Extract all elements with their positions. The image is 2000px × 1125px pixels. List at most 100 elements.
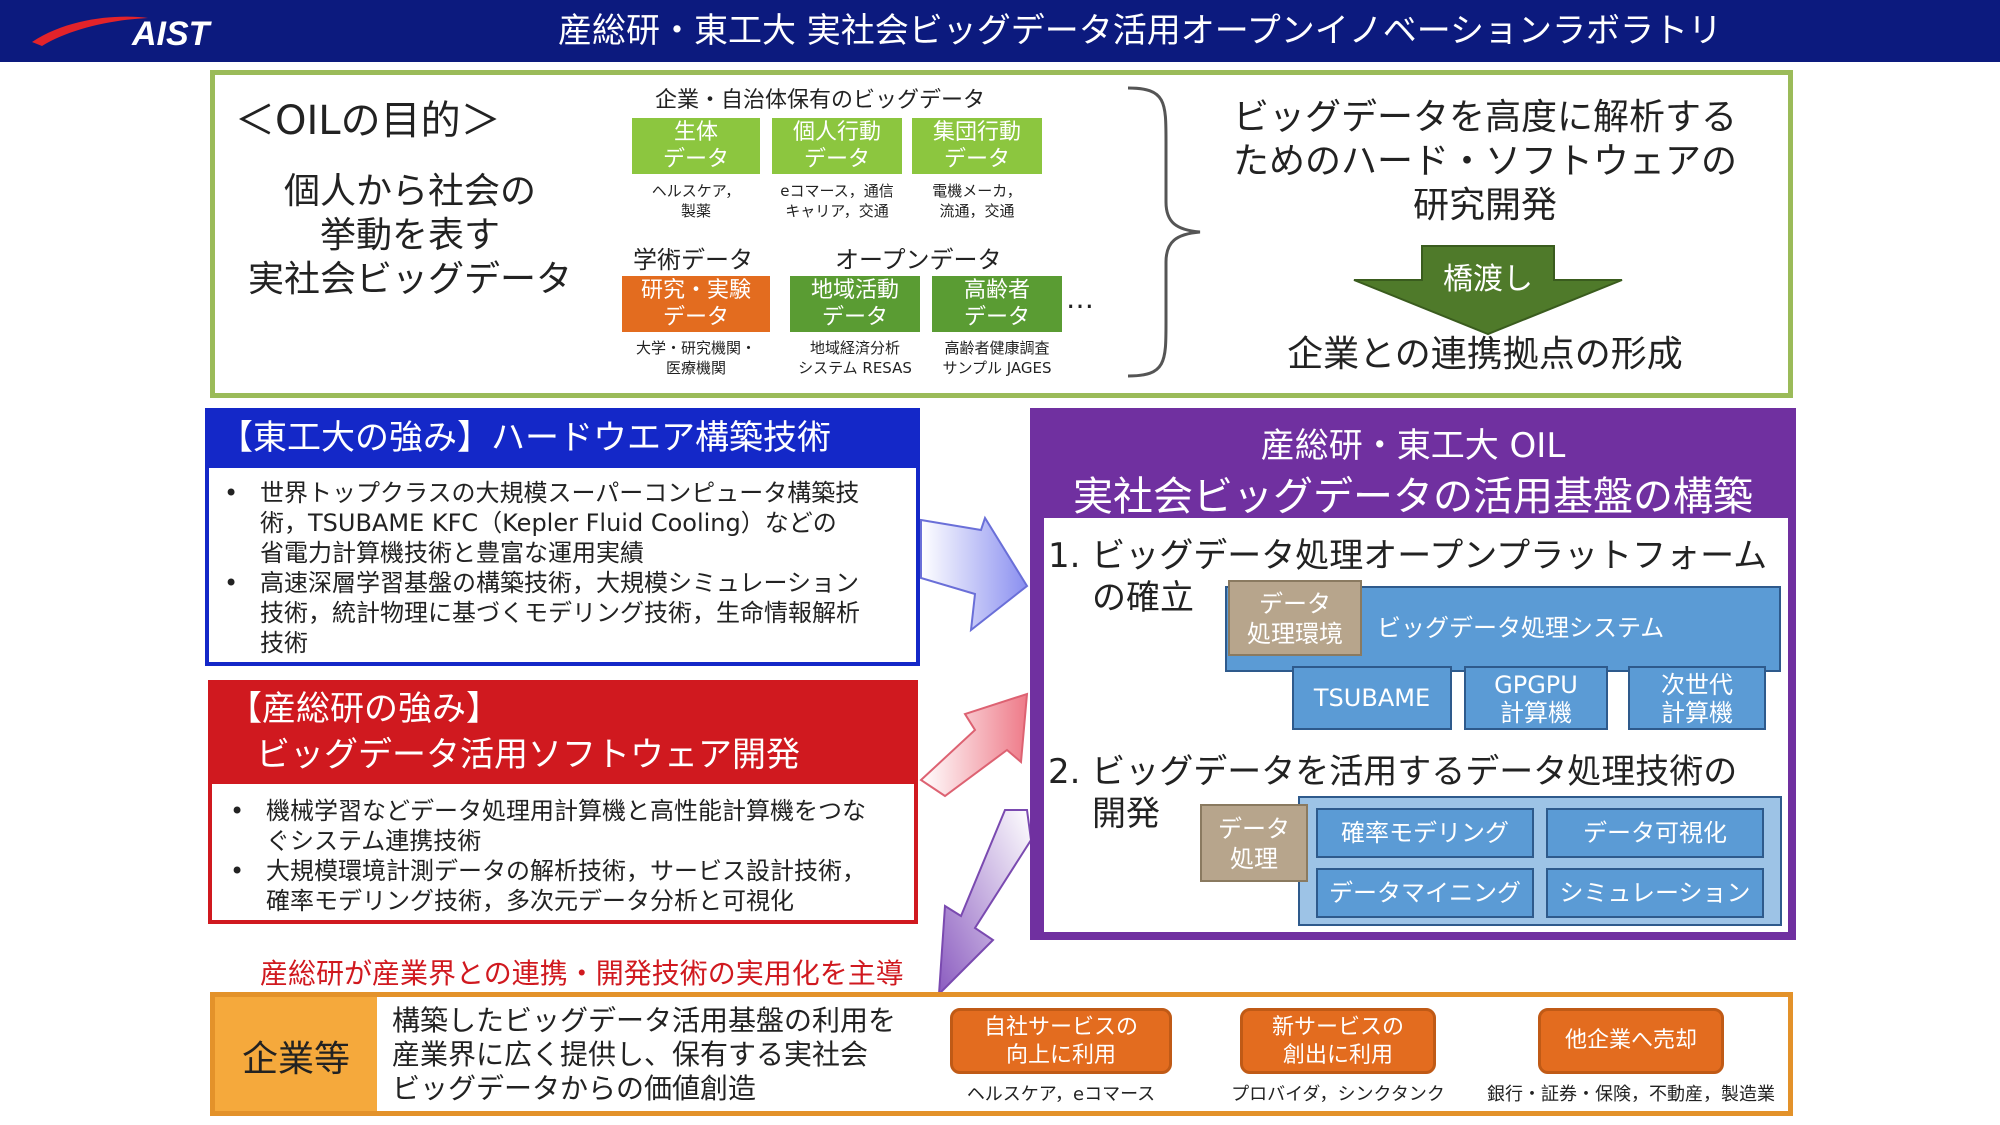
- item-line: 大規模環境計測データの解析技術，サービス設計技術，: [266, 857, 866, 885]
- research-development-text: ビッグデータを高度に解析する ためのハード・ソフトウェアの 研究開発: [1210, 96, 1760, 228]
- box-line: 研究・実験: [640, 278, 751, 303]
- aist-strength-header: 【産総研の強み】 ビッグデータ活用ソフトウェア開発: [208, 680, 918, 784]
- tsubame-box: TSUBAME: [1292, 666, 1452, 730]
- item-line: 技術: [260, 629, 308, 657]
- box-line: 高齢者: [963, 278, 1030, 303]
- titech-strength-list: 世界トップクラスの大規模スーパーコンピュータ構築技 術，TSUBAME KFC（…: [212, 478, 912, 658]
- box-line: 処理環境: [1247, 620, 1343, 648]
- oil-title-line1: 産総研・東工大 OIL: [1260, 426, 1566, 466]
- main-line: 個人から社会の: [283, 171, 536, 212]
- bridge-arrow-icon: [1353, 245, 1623, 336]
- logo-text: AIST: [131, 15, 213, 53]
- note-line: システム RESAS: [798, 359, 912, 377]
- box-line: 集団行動: [932, 120, 1021, 145]
- simulation-box: シミュレーション: [1546, 868, 1764, 918]
- main-line: 挙動を表す: [319, 215, 500, 256]
- aist-strength-item: 大規模環境計測データの解析技術，サービス設計技術， 確率モデリング技術，多次元デ…: [218, 856, 912, 916]
- academic-data-label: 学術データ: [633, 246, 753, 274]
- button-line: 自社サービスの: [983, 1015, 1138, 1040]
- right-line: ビッグデータを高度に解析する: [1232, 97, 1737, 138]
- gpgpu-box: GPGPU 計算機: [1464, 666, 1608, 730]
- desc-line: 産業界に広く提供し、保有する実社会: [392, 1038, 869, 1071]
- data-processing-box: データ 処理: [1200, 804, 1308, 882]
- box-line: 計算機: [1661, 699, 1733, 727]
- box-line: データ: [821, 305, 888, 330]
- button-line: 向上に利用: [1005, 1043, 1116, 1068]
- research-data-box: 研究・実験 データ: [622, 276, 770, 332]
- section1-heading-cont: の確立: [1092, 578, 1194, 618]
- processing-environment-box: データ 処理環境: [1228, 580, 1362, 656]
- header-bar: [0, 0, 2000, 62]
- note-line: 地域経済分析: [809, 339, 900, 357]
- probabilistic-modeling-box: 確率モデリング: [1316, 808, 1534, 858]
- box-line: 生体: [673, 120, 718, 145]
- section1-heading: 1. ビッグデータ処理オープンプラットフォーム: [1048, 536, 1768, 576]
- own-service-note: ヘルスケア，eコマース: [966, 1084, 1156, 1105]
- desc-line: ビッグデータからの価値創造: [392, 1072, 757, 1105]
- box-line: 次世代: [1661, 671, 1733, 699]
- aist-logo: AIST: [32, 15, 213, 53]
- own-service-button[interactable]: 自社サービスの 向上に利用: [950, 1008, 1172, 1074]
- regional-activity-data-box: 地域活動 データ: [790, 276, 920, 332]
- group-behavior-note: 電機メーカ， 流通，交通: [912, 181, 1042, 221]
- biometric-data-box: 生体 データ: [632, 118, 760, 174]
- group-behavior-data-box: 集団行動 データ: [912, 118, 1042, 174]
- box-line: 個人行動: [792, 120, 881, 145]
- bridge-label: 橋渡し: [1443, 262, 1533, 297]
- box-line: データ: [963, 305, 1030, 330]
- item-line: 技術，統計物理に基づくモデリング技術，生命情報解析: [260, 599, 860, 627]
- data-visualization-box: データ可視化: [1546, 808, 1764, 858]
- research-data-note: 大学・研究機関・ 医療機関: [612, 338, 780, 378]
- companies-description: 構築したビッグデータ活用基盤の利用を 産業界に広く提供し、保有する実社会 ビッグ…: [392, 1004, 896, 1106]
- purpose-main-text: 個人から社会の 挙動を表す 実社会ビッグデータ: [240, 170, 580, 302]
- box-line: データ: [803, 147, 870, 172]
- titech-strength-item: 世界トップクラスの大規模スーパーコンピュータ構築技 術，TSUBAME KFC（…: [212, 478, 912, 568]
- elderly-data-note: 高齢者健康調査 サンプル JAGES: [922, 338, 1072, 378]
- item-line: 省電力計算機技術と豊富な運用実績: [260, 539, 644, 567]
- box-line: データ: [662, 147, 729, 172]
- item-line: 術，TSUBAME KFC（Kepler Fluid Cooling）などの: [260, 509, 837, 537]
- aist-to-oil-arrow: [919, 692, 1029, 798]
- regional-activity-note: 地域経済分析 システム RESAS: [780, 338, 930, 378]
- box-line: データ: [943, 147, 1010, 172]
- sell-to-others-button[interactable]: 他企業へ売却: [1538, 1008, 1724, 1074]
- note-line: ヘルスケア，: [651, 182, 741, 200]
- note-line: 医療機関: [665, 359, 726, 377]
- partnership-hub-text: 企業との連携拠点の形成: [1287, 334, 1683, 375]
- oil-title-line2: 実社会ビッグデータの活用基盤の構築: [1073, 474, 1753, 520]
- desc-line: 構築したビッグデータ活用基盤の利用を: [392, 1004, 897, 1037]
- note-line: 製薬: [680, 202, 711, 220]
- sell-to-others-note: 銀行・証券・保険，不動産，製造業: [1487, 1084, 1775, 1105]
- next-gen-computer-box: 次世代 計算機: [1628, 666, 1766, 730]
- box-line: データ: [1218, 815, 1290, 843]
- note-line: 電機メーカ，: [932, 182, 1022, 200]
- oil-to-companies-arrow: [937, 809, 1033, 997]
- box-line: 地域活動: [810, 278, 899, 303]
- note-line: eコマース，通信: [780, 182, 894, 200]
- elderly-data-box: 高齢者 データ: [932, 276, 1062, 332]
- item-line: 高速深層学習基盤の構築技術，大規模シミュレーション: [260, 569, 860, 597]
- companies-label-cell: [215, 997, 377, 1111]
- main-line: 実社会ビッグデータ: [247, 259, 572, 300]
- button-line: 他企業へ売却: [1564, 1028, 1697, 1053]
- open-data-label: オープンデータ: [835, 246, 1002, 274]
- note-line: 流通，交通: [939, 202, 1015, 220]
- box-line: TSUBAME: [1313, 684, 1431, 712]
- note-line: サンプル JAGES: [942, 359, 1052, 377]
- new-service-button[interactable]: 新サービスの 創出に利用: [1240, 1008, 1436, 1074]
- header-line: 【産総研の強み】: [228, 689, 500, 729]
- purpose-heading: ＜OILの目的＞: [235, 98, 501, 144]
- note-line: キャリア，交通: [785, 202, 889, 220]
- right-line: ためのハード・ソフトウェアの: [1232, 141, 1737, 182]
- corporate-data-label: 企業・自治体保有のビッグデータ: [655, 88, 986, 113]
- right-line: 研究開発: [1412, 185, 1557, 226]
- flow-arrows: [919, 515, 1033, 997]
- section2-heading: 2. ビッグデータを活用するデータ処理技術の: [1048, 752, 1738, 792]
- titech-strength-item: 高速深層学習基盤の構築技術，大規模シミュレーション 技術，統計物理に基づくモデリ…: [212, 568, 912, 658]
- header-line: ビッグデータ活用ソフトウェア開発: [256, 735, 800, 775]
- data-mining-box: データマイニング: [1316, 868, 1534, 918]
- box-line: GPGPU: [1494, 671, 1578, 699]
- page-title: 産総研・東工大 実社会ビッグデータ活用オープンイノベーションラボラトリ: [557, 11, 1723, 51]
- biometric-data-note: ヘルスケア， 製薬: [632, 181, 760, 221]
- item-line: 世界トップクラスの大規模スーパーコンピュータ構築技: [260, 479, 860, 507]
